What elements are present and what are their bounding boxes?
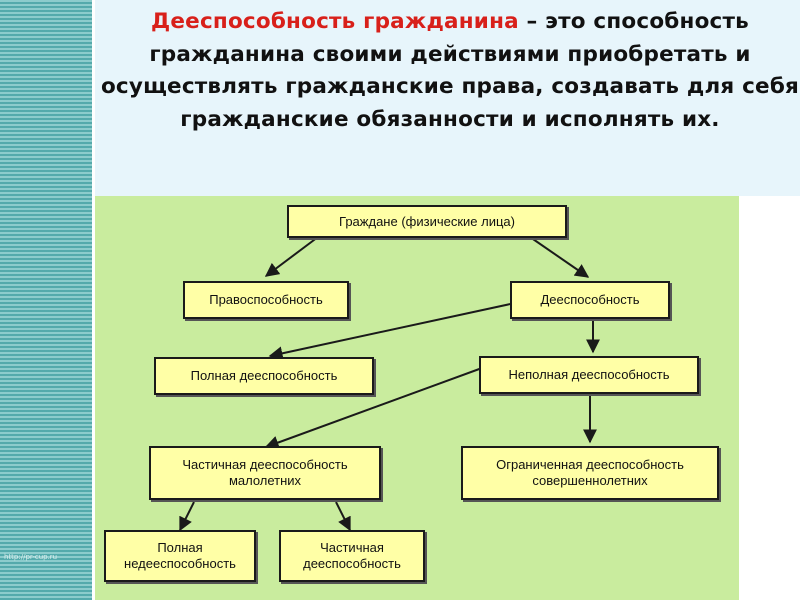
node-limited-adults-line2: совершеннолетних [532, 473, 648, 488]
node-partial-capacity-line1: Частичная [320, 540, 384, 555]
node-capacity: Дееспособность [510, 281, 670, 319]
node-partial-minors-line2: малолетних [228, 473, 302, 488]
node-limited-adults-line1: Ограниченная дееспособность [496, 457, 684, 472]
arrow-capacity-to-full [268, 302, 516, 361]
node-limited-adults: Ограниченная дееспособность совершенноле… [461, 446, 719, 500]
node-full-capacity: Полная дееспособность [154, 357, 374, 395]
title-definition: – это способность гражданина своими дейс… [100, 9, 800, 132]
node-partial-capacity: Частичная дееспособность [279, 530, 425, 582]
arrow-incomplete-to-partial-minors [264, 367, 483, 450]
node-capacity-label: Дееспособность [540, 292, 640, 307]
node-full-incapacity: Полная недееспособность [104, 530, 256, 582]
node-partial-capacity-line2: дееспособность [303, 556, 401, 571]
title-background [95, 0, 800, 196]
watermark-text: http://pr-cup.ru [4, 553, 58, 561]
node-full-incapacity-line2: недееспособность [124, 556, 236, 571]
arrow-citizens-to-capacity [529, 236, 590, 278]
node-partial-minors-line1: Частичная дееспособность [182, 457, 348, 472]
arrow-minors-to-partial [335, 501, 351, 532]
node-legal-capacity: Правоспособность [183, 281, 349, 319]
right-margin [739, 196, 800, 600]
node-full-incapacity-line1: Полная [157, 540, 203, 555]
node-partial-minors: Частичная дееспособность малолетних [149, 446, 381, 500]
node-citizens-label: Граждане (физические лица) [339, 213, 515, 229]
decorative-sidebar [0, 0, 92, 600]
slide-title: Дееспособность гражданина – это способно… [100, 6, 800, 136]
node-citizens: Граждане (физические лица) [287, 205, 567, 238]
node-legal-capacity-label: Правоспособность [209, 292, 323, 307]
node-full-capacity-label: Полная дееспособность [190, 368, 338, 383]
arrow-minors-to-full-incapacity [179, 501, 195, 532]
title-term: Дееспособность гражданина [151, 9, 519, 34]
arrow-citizens-to-legal-capacity [264, 236, 319, 277]
node-incomplete-capacity: Неполная дееспособность [479, 356, 699, 394]
node-incomplete-capacity-label: Неполная дееспособность [508, 367, 670, 382]
